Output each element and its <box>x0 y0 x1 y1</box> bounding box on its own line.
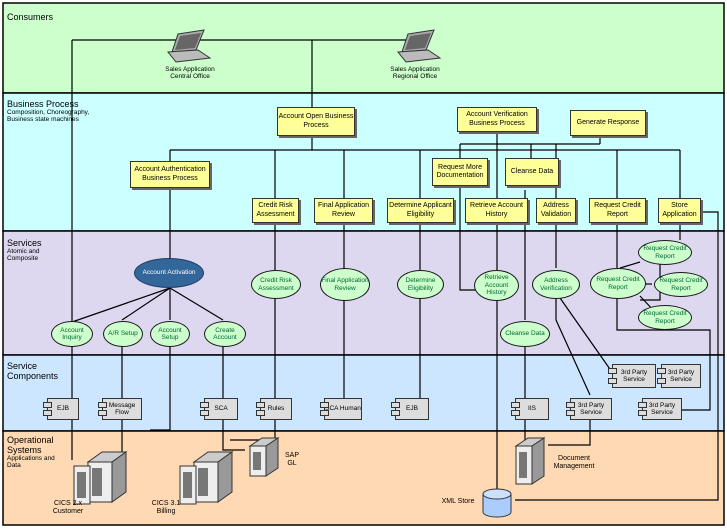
layer-subtitle-business-process: Composition, Choreography, Business stat… <box>7 109 90 124</box>
layer-title-business-process: Business Process <box>7 99 79 109</box>
server-icon <box>73 451 128 505</box>
service-request-credit-report: Request Credit Report <box>590 268 646 299</box>
service-address-verification: Address Verification <box>532 270 580 299</box>
component-iis: IIS <box>511 398 549 420</box>
component-sca: SCA <box>200 398 238 420</box>
process-account-verification: Account Verification Business Process <box>457 107 537 132</box>
layer-title-services: Services <box>7 238 42 248</box>
layer-title-operational-systems: Operational Systems <box>7 435 54 455</box>
process-determine-eligibility: Determine Applicant Eligibility <box>387 198 454 223</box>
service-credit-risk: Credit Risk Assessment <box>251 270 301 299</box>
database-icon <box>482 488 512 518</box>
process-retrieve-account-history: Retrieve Account History <box>465 198 528 223</box>
process-generate-response: Generate Response <box>570 110 646 136</box>
service-request-credit-report-1: Request Credit Report <box>638 240 692 265</box>
laptop-icon <box>397 29 442 63</box>
component-third-party-service: 3rd Party Service <box>566 398 612 420</box>
service-cleanse-data: Cleanse Data <box>500 321 550 347</box>
server-icon <box>248 437 280 477</box>
service-account-activation: Account Activation <box>134 258 204 288</box>
component-sca-human: SCA Human <box>320 398 362 420</box>
system-label-xml-store: XML Store <box>441 498 475 505</box>
process-address-validation: Address Validation <box>536 198 576 223</box>
service-account-inquiry: Account Inquiry <box>51 321 93 347</box>
process-account-open: Account Open Business Process <box>277 107 355 136</box>
component-ejb: EJB <box>43 398 79 420</box>
service-ar-setup: A/R Setup <box>103 321 143 347</box>
layer-subtitle-operational-systems: Applications and Data <box>7 455 55 470</box>
process-credit-risk: Credit Risk Assessment <box>252 198 299 223</box>
service-create-account: Create Account <box>204 321 246 347</box>
service-retrieve-account-history: Retrieve Account History <box>474 270 519 301</box>
laptop-icon <box>167 29 212 63</box>
layer-title-consumers: Consumers <box>7 12 54 22</box>
service-determine-eligibility: Determine Eligibility <box>397 270 444 299</box>
service-final-application-review: Final Application Review <box>320 268 370 301</box>
process-final-application-review: Final Application Review <box>314 198 373 223</box>
component-third-party-service-3: 3rd Party Service <box>657 364 701 388</box>
component-third-party-service-4: 3rd Party Service <box>638 398 682 420</box>
service-request-credit-report-2: Request Credit Report <box>654 272 708 297</box>
process-request-credit-report: Request Credit Report <box>589 198 646 223</box>
service-request-credit-report-3: Request Credit Report <box>638 305 692 330</box>
process-cleanse-data: Cleanse Data <box>505 158 559 186</box>
server-icon <box>179 451 234 505</box>
process-account-authentication: Account Authentication Business Process <box>130 161 210 188</box>
component-message-flow: Message Flow <box>98 398 142 420</box>
component-ejb-2: EJB <box>391 398 429 420</box>
process-request-more-documentation: Request More Documentation <box>432 158 488 186</box>
layer-title-service-components: Service Components <box>7 361 59 381</box>
service-account-setup: Account Setup <box>150 321 190 347</box>
component-rules: Rules <box>256 398 292 420</box>
process-store-application: Store Application <box>658 198 701 223</box>
layer-subtitle-services: Atomic and Composite <box>7 248 40 263</box>
server-icon <box>514 437 546 485</box>
component-third-party-service-2: 3rd Party Service <box>608 364 656 388</box>
